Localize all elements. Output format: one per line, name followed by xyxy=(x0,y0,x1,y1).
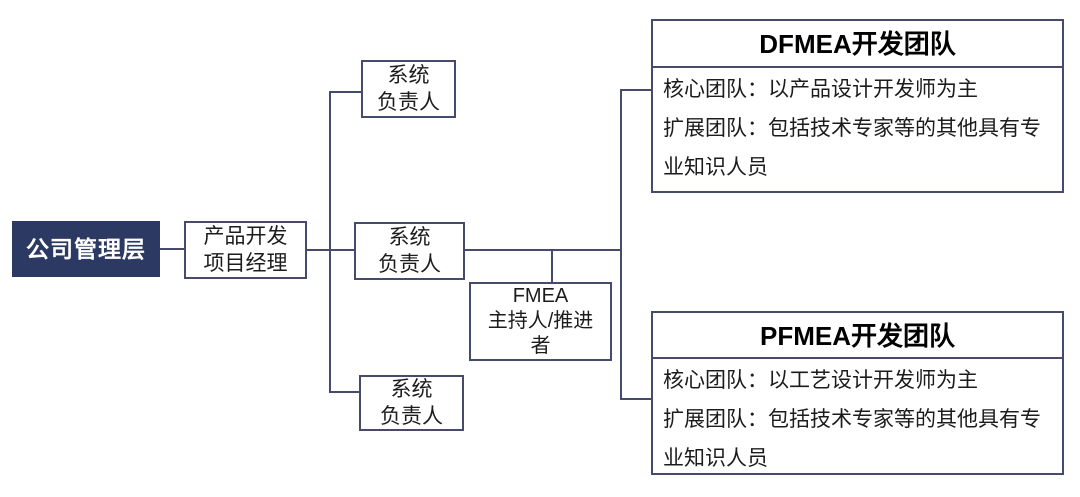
node-fmea-facilitator: FMEA 主持人/推进 者 xyxy=(469,282,612,361)
connector-left-trunk xyxy=(329,91,331,393)
dfmea-core-team-line: 核心团队：以产品设计开发师为主 xyxy=(663,78,978,101)
dfmea-team-box: DFMEA开发团队 核心团队：以产品设计开发师为主 扩展团队：包括技术专家等的其… xyxy=(651,19,1064,193)
dfmea-extended-team-line: 扩展团队：包括技术专家等的其他具有专业知识人员 xyxy=(663,117,1041,179)
connector-fmea-stub xyxy=(551,251,553,282)
node-system-owner-middle: 系统 负责人 xyxy=(354,222,465,280)
connector-management-to-pm xyxy=(160,248,184,250)
pfmea-team-body: 核心团队：以工艺设计开发师为主 扩展团队：包括技术专家等的其他具有专业知识人员 xyxy=(653,359,1062,478)
connector-pfmea-stub xyxy=(622,398,651,400)
node-system-owner-bottom: 系统 负责人 xyxy=(359,375,464,431)
connector-branch-middle xyxy=(331,249,354,251)
node-project-manager: 产品开发 项目经理 xyxy=(184,221,307,279)
connector-pm-to-trunk xyxy=(307,249,331,251)
connector-branch-top xyxy=(331,91,361,93)
pfmea-team-box: PFMEA开发团队 核心团队：以工艺设计开发师为主 扩展团队：包括技术专家等的其… xyxy=(651,311,1064,475)
connector-main-right xyxy=(465,249,622,251)
pfmea-team-title: PFMEA开发团队 xyxy=(653,313,1062,359)
dfmea-team-title: DFMEA开发团队 xyxy=(653,21,1062,68)
pfmea-core-team-line: 核心团队：以工艺设计开发师为主 xyxy=(663,369,978,392)
connector-branch-bottom xyxy=(331,391,359,393)
connector-right-trunk xyxy=(620,89,622,400)
node-system-owner-top: 系统 负责人 xyxy=(361,60,456,118)
dfmea-team-body: 核心团队：以产品设计开发师为主 扩展团队：包括技术专家等的其他具有专业知识人员 xyxy=(653,68,1062,187)
connector-dfmea-stub xyxy=(622,89,651,91)
node-company-management: 公司管理层 xyxy=(12,221,160,277)
pfmea-extended-team-line: 扩展团队：包括技术专家等的其他具有专业知识人员 xyxy=(663,408,1041,470)
